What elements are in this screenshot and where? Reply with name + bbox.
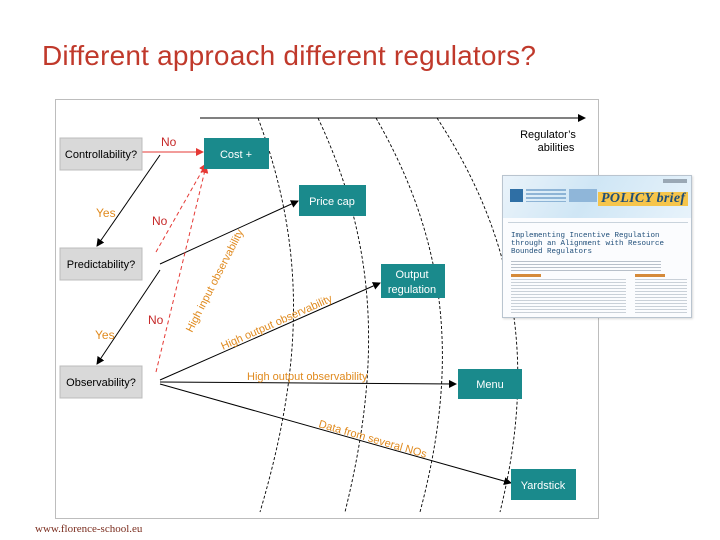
dashed-curve-4 <box>436 117 519 513</box>
policy-brief-sidebar-body <box>635 279 687 314</box>
page-title: Different approach different regulators? <box>42 40 537 71</box>
arrow-controllability-to-predictability <box>96 154 161 247</box>
arrow-to-yardstick <box>159 383 512 485</box>
edge-label-high-output-observability-diagonal: High output observability <box>219 293 334 353</box>
policy-brief-authors <box>511 261 661 271</box>
regulator-cost-plus: Cost + <box>204 138 269 169</box>
dashed-boundaries <box>257 117 519 513</box>
edge-label-yes-2: Yes <box>95 328 115 342</box>
policy-brief-heading: Implementing Incentive Regulation throug… <box>511 232 689 256</box>
edge-label-no-3: No <box>148 313 164 327</box>
policy-brief-header: POLICY brief <box>503 176 691 218</box>
question-observability: Observability? <box>59 365 143 399</box>
policy-brief-highlights-body <box>511 279 626 314</box>
policy-brief-heading-line3: Bounded Regulators <box>511 248 593 256</box>
arrow-predictability-to-observability <box>96 269 161 365</box>
axis-label-line2: abilities <box>538 142 575 154</box>
axis-label-line1: Regulator’s <box>520 129 576 141</box>
institute-logo-bar-icon <box>569 189 597 202</box>
regulator-output-regulation: Output regulation <box>381 264 445 298</box>
institute-logo-icon <box>510 189 523 202</box>
red-arrows <box>142 148 209 373</box>
edge-label-high-input-observability: High input observability <box>184 227 247 334</box>
regulator-output-line1: Output <box>395 269 428 281</box>
policy-brief-heading-line2: through an Alignment with Resource <box>511 240 665 248</box>
footer-url: www.florence-school.eu <box>35 523 143 535</box>
regulator-yardstick-label: Yardstick <box>521 480 566 492</box>
dashed-curve-1 <box>257 117 294 513</box>
edge-label-yes-1: Yes <box>96 206 116 220</box>
edge-label-no-1: No <box>161 135 177 149</box>
arrow-to-output-regulation <box>159 282 381 381</box>
red-arrow-predictability-to-cost-plus <box>155 163 207 253</box>
institute-logo-text-icon <box>526 189 566 202</box>
dashed-curve-3 <box>375 117 443 513</box>
regulator-cost-plus-label: Cost + <box>220 149 252 161</box>
red-arrow-observability-to-cost-plus <box>155 165 209 373</box>
edge-label-high-output-observability: High output observability <box>247 371 368 383</box>
question-controllability: Controllability? <box>59 137 143 171</box>
policy-brief-tag <box>663 179 687 183</box>
black-arrows <box>96 154 512 485</box>
arrow-to-price-cap <box>159 200 299 265</box>
regulator-menu-label: Menu <box>476 379 504 391</box>
question-observability-label: Observability? <box>66 377 136 389</box>
policy-brief-sidebar-heading <box>635 274 665 277</box>
policy-brief-highlights-heading <box>511 274 541 277</box>
regulator-menu: Menu <box>458 369 522 399</box>
policy-brief-heading-line1: Implementing Incentive Regulation <box>511 232 660 240</box>
regulator-output-line2: regulation <box>388 284 436 296</box>
arrow-to-menu <box>159 379 457 388</box>
question-controllability-label: Controllability? <box>65 149 137 161</box>
question-predictability: Predictability? <box>59 247 143 281</box>
policy-brief-thumbnail: POLICY brief Implementing Incentive Regu… <box>502 175 692 318</box>
question-predictability-label: Predictability? <box>67 259 135 271</box>
regulator-yardstick: Yardstick <box>511 469 576 500</box>
policy-brief-brand: POLICY brief <box>598 192 689 206</box>
dashed-curve-2 <box>317 117 370 513</box>
regulator-price-cap: Price cap <box>299 185 366 216</box>
regulator-price-cap-label: Price cap <box>309 196 355 208</box>
edge-label-data-from-several-nos: Data from several NOs <box>317 418 428 461</box>
edge-label-no-2: No <box>152 214 168 228</box>
policy-brief-meta-line <box>508 222 688 225</box>
